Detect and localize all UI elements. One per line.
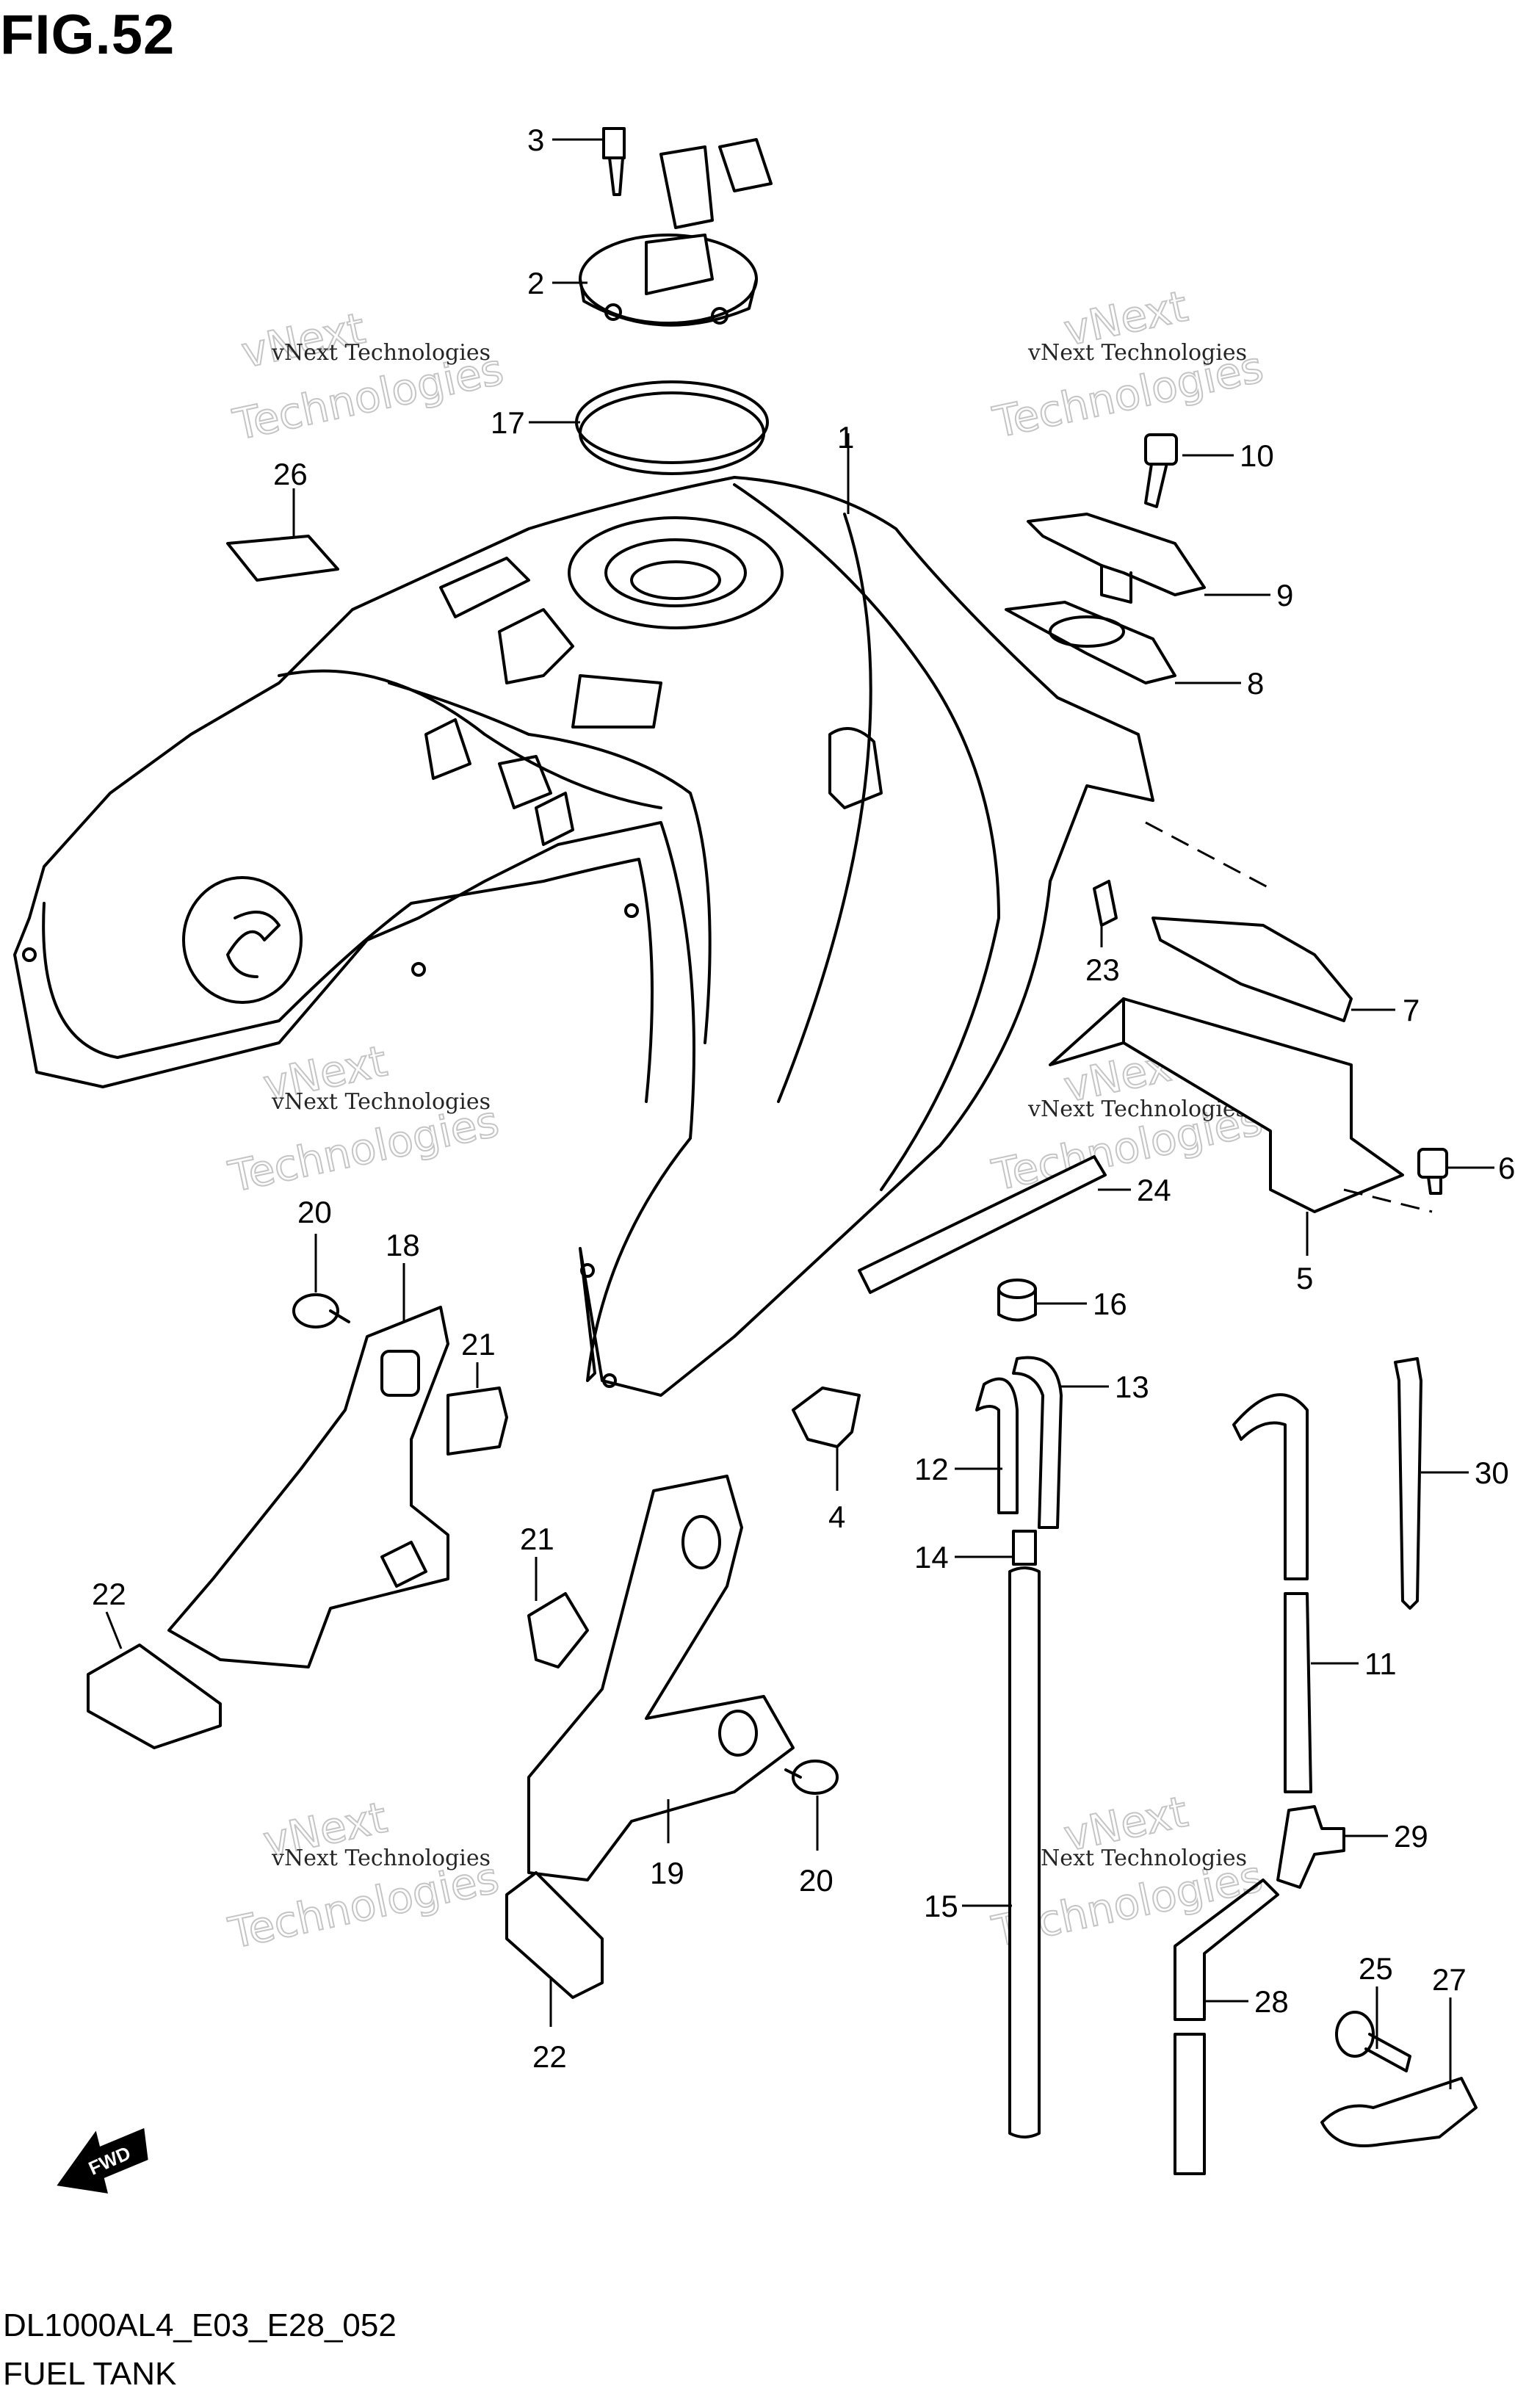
damper-part-7: [1151, 916, 1353, 1022]
svg-text:vNext Technologies: vNext Technologies: [271, 1845, 491, 1871]
callout-9: 9: [1276, 578, 1293, 612]
watermark-top-right: vNext Technologies vNext Technologies: [988, 281, 1268, 449]
callout-26: 26: [273, 457, 308, 491]
callout-24: 24: [1137, 1173, 1171, 1207]
svg-text:vNext Technologies: vNext Technologies: [1027, 1096, 1247, 1122]
tee-joint-part-29: [1276, 1805, 1345, 1889]
fuel-cap-part-2: [579, 138, 773, 327]
callout-28: 28: [1254, 1984, 1289, 2019]
callout-13: 13: [1115, 1370, 1149, 1404]
hose-part-12: [975, 1377, 1019, 1514]
bolt-part-6: [1417, 1148, 1448, 1195]
callout-25: 25: [1359, 1951, 1393, 1986]
callout-15: 15: [924, 1889, 958, 1923]
svg-text:vNext Technologies: vNext Technologies: [1027, 1845, 1247, 1871]
callout-22-left: 22: [92, 1577, 126, 1611]
callout-4: 4: [828, 1500, 845, 1534]
callout-2: 2: [527, 266, 544, 300]
screw-part-20-upper: [292, 1293, 350, 1328]
guide-line-lower: [1343, 1188, 1433, 1213]
clamp-part-27: [1320, 2077, 1478, 2147]
fuel-tank-part-1: [13, 476, 1154, 1397]
bracket-part-9: [1027, 513, 1206, 596]
callout-21-upper: 21: [461, 1327, 496, 1362]
model-code: DL1000AL4_E03_E28_052: [3, 2307, 397, 2343]
callout-8: 8: [1247, 666, 1264, 701]
clamp-part-4: [792, 1386, 861, 1448]
svg-text:vNext Technologies: vNext Technologies: [271, 1089, 491, 1115]
joint-part-14: [1012, 1530, 1037, 1566]
callout-7: 7: [1403, 993, 1420, 1027]
callout-27: 27: [1432, 1962, 1467, 1997]
callout-20-upper: 20: [297, 1195, 332, 1229]
hose-part-11: [1232, 1393, 1312, 1793]
pad-part-22-left: [87, 1644, 222, 1749]
callout-22-right: 22: [532, 2039, 567, 2074]
callout-21-lower: 21: [520, 1522, 554, 1556]
callout-12: 12: [914, 1452, 949, 1486]
figure-title: FIG.52: [0, 4, 176, 66]
bolt-part-10: [1144, 433, 1178, 508]
callout-19: 19: [650, 1856, 684, 1890]
callout-10: 10: [1240, 438, 1274, 473]
bolt-part-25: [1335, 2011, 1411, 2072]
callout-20-lower: 20: [799, 1863, 834, 1898]
watermark-mid-left: vNext Technologies vNext Technologies: [223, 1035, 504, 1202]
clip-part-23: [1093, 880, 1118, 927]
screw-part-20-lower: [784, 1760, 839, 1795]
callout-5: 5: [1296, 1261, 1313, 1295]
callout-1: 1: [837, 420, 854, 455]
bolt-part-3: [602, 127, 626, 196]
callout-23: 23: [1085, 952, 1120, 987]
hose-part-28: [1174, 1879, 1279, 2175]
watermark-top-left: vNext Technologies vNext Technologies: [228, 303, 509, 451]
callout-18: 18: [386, 1228, 420, 1262]
callout-17: 17: [491, 405, 525, 440]
hose-part-13: [1012, 1356, 1063, 1529]
forward-arrow-icon: FWD: [57, 2127, 148, 2194]
callout-11: 11: [1364, 1646, 1397, 1681]
callout-29: 29: [1394, 1819, 1428, 1854]
nut-part-21-lower: [527, 1592, 589, 1668]
section-name: FUEL TANK: [3, 2356, 177, 2392]
watermark-bottom-left: vNext Technologies vNext Technologies: [223, 1791, 504, 1959]
callout-6: 6: [1498, 1151, 1515, 1185]
callout-30: 30: [1475, 1456, 1509, 1490]
strip-part-24: [858, 1155, 1107, 1294]
cable-tie-part-30: [1394, 1357, 1422, 1610]
bracket-part-19: [527, 1475, 795, 1881]
hose-part-15: [1008, 1566, 1041, 2138]
gasket-ring-part-17: [575, 380, 769, 475]
nut-part-21-upper: [446, 1386, 508, 1456]
callout-16: 16: [1093, 1287, 1127, 1321]
callout-14: 14: [914, 1540, 949, 1574]
callout-3: 3: [527, 123, 544, 157]
pad-part-26: [226, 535, 339, 582]
collar-part-16: [997, 1279, 1037, 1322]
guide-line-upper: [1145, 821, 1271, 890]
svg-text:vNext Technologies: vNext Technologies: [1027, 340, 1247, 366]
svg-text:vNext Technologies: vNext Technologies: [271, 340, 491, 366]
bracket-part-18: [167, 1306, 449, 1668]
pad-part-22-right: [505, 1871, 604, 1999]
bracket-part-8: [1005, 601, 1176, 684]
